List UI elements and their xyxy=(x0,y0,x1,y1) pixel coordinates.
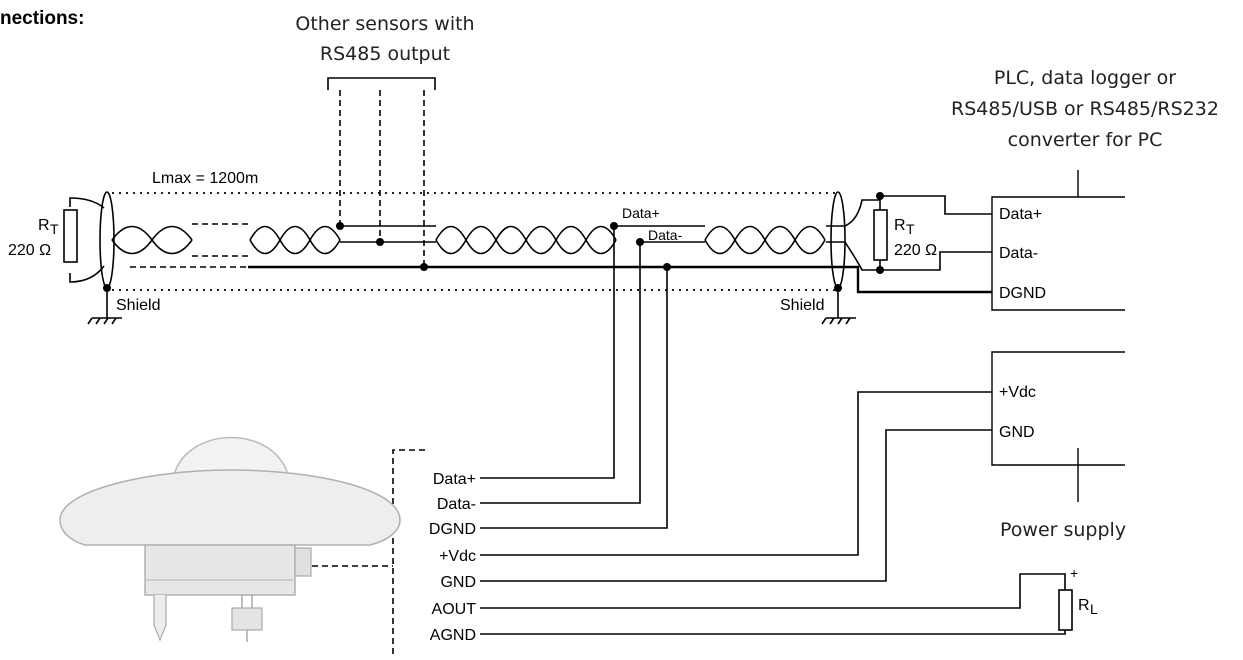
rt-right-top-lead xyxy=(826,199,881,227)
node-shield-right xyxy=(834,284,842,292)
lead-gnd xyxy=(480,429,992,582)
shield-right-ellipse xyxy=(830,191,846,289)
sensor-terminal-data-plus: Data+ xyxy=(433,471,476,488)
bus-label-data-minus: Data- xyxy=(648,227,683,243)
plc-terminal-data-plus: Data+ xyxy=(999,206,1042,223)
terminator-right-symbol: R xyxy=(894,217,906,234)
bus-label-data-plus: Data+ xyxy=(622,205,660,221)
load-resistor-symbol: R xyxy=(1078,597,1090,614)
plc-terminal-data-minus: Data- xyxy=(999,245,1038,262)
twisted-pair-seg2 xyxy=(249,225,341,255)
lead-agnd xyxy=(480,628,1066,635)
shield-right-label: Shield xyxy=(780,297,824,314)
node-other-data-minus xyxy=(376,238,384,246)
twisted-pair-seg1 xyxy=(111,225,193,255)
terminator-right-value: 220 Ω xyxy=(894,242,937,259)
plc-box xyxy=(991,196,1125,311)
lead-aout xyxy=(480,573,1066,609)
terminator-left-value: 220 Ω xyxy=(8,242,51,259)
psu-terminal-gnd: GND xyxy=(999,424,1035,441)
sensor-terminal-agnd: AGND xyxy=(430,627,476,644)
plc-terminal-dgnd: DGND xyxy=(999,285,1046,302)
sensor-terminal-data-minus: Data- xyxy=(437,496,476,513)
bus-sensor-tap-section xyxy=(616,225,705,243)
terminator-right-subscript: T xyxy=(906,221,915,237)
psu-box xyxy=(991,351,1125,466)
lead-data-plus xyxy=(480,226,615,479)
load-resistor-subscript: L xyxy=(1090,601,1098,617)
other-sensors-caption-line2: RS485 output xyxy=(320,43,450,65)
plc-caption-line2: RS485/USB or RS485/RS232 xyxy=(951,98,1219,120)
sensor-terminal-aout: AOUT xyxy=(432,601,477,618)
sensor-terminal-gnd: GND xyxy=(440,574,476,591)
terminator-left-symbol: R xyxy=(38,217,50,234)
plc-dgnd-wire xyxy=(832,265,992,294)
shield-left-label: Shield xyxy=(116,297,160,314)
twisted-pair-seg3 xyxy=(435,225,617,255)
other-sensors-bracket xyxy=(327,77,436,90)
diagram-title: nections: xyxy=(0,8,84,29)
twisted-pair-seg4 xyxy=(704,225,826,255)
plc-caption-line1: PLC, data logger or xyxy=(994,67,1176,89)
rt-right-bottom-lead xyxy=(826,241,881,271)
terminator-left-resistor xyxy=(63,209,78,263)
sensor-terminal-vdc: +Vdc xyxy=(439,548,476,565)
terminator-left-leads xyxy=(69,197,105,283)
terminator-right-resistor xyxy=(873,209,888,261)
psu-terminal-vdc: +Vdc xyxy=(999,384,1036,401)
ground-right-icon xyxy=(821,317,856,325)
load-resistor xyxy=(1058,589,1073,631)
plc-data-plus-wire xyxy=(880,195,992,215)
lmax-label: Lmax = 1200m xyxy=(152,170,258,187)
lead-vdc xyxy=(480,391,992,556)
sensor-terminal-dgnd: DGND xyxy=(429,521,476,538)
ground-left-icon xyxy=(87,317,122,325)
node-shield-left xyxy=(103,284,111,292)
lead-data-minus xyxy=(480,242,641,504)
bus-tap-section xyxy=(340,225,436,243)
psu-caption: Power supply xyxy=(1000,519,1126,541)
terminator-left-subscript: T xyxy=(50,221,59,237)
plc-data-minus-wire xyxy=(880,251,992,271)
pyranometer-icon xyxy=(59,436,401,642)
plc-caption-line3: converter for PC xyxy=(1008,129,1163,151)
node-other-dgnd xyxy=(420,263,428,271)
lead-dgnd xyxy=(480,267,668,529)
node-other-data-plus xyxy=(336,222,344,230)
other-sensors-caption-line1: Other sensors with xyxy=(295,13,474,35)
connector-bracket xyxy=(392,449,425,658)
load-resistor-polarity: + xyxy=(1070,565,1078,581)
